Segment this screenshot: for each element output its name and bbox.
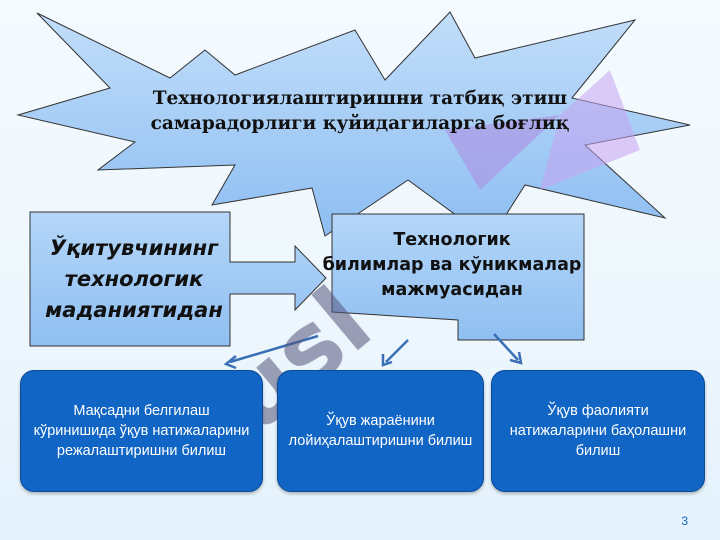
right-box-shape [331, 213, 585, 341]
outcome-box-text: Мақсадни белгилаш кўринишида ўқув натижа… [33, 403, 250, 459]
title-burst-shape [16, 11, 691, 241]
left-line: маданиятидан [45, 298, 223, 322]
outcome-box-text: Ўқув жараёнини лойиҳалаштиришни билиш [288, 413, 473, 449]
slide-title: Технологиялаштиришни татбиқ этиш самарад… [90, 86, 630, 136]
left-shape-text: Ўқитувчининг технологик маданиятидан [14, 233, 254, 326]
right-line: Технологик [393, 230, 511, 250]
left-line: технологик [64, 267, 204, 291]
title-line: Технологиялаштиришни татбиқ этиш [152, 88, 568, 109]
outcome-box-text: Ўқув фаолияти натижаларини баҳолашни бил… [509, 403, 687, 459]
left-line: Ўқитувчининг [49, 236, 219, 260]
page-number: 3 [681, 514, 688, 528]
outcome-box-3: Ўқув фаолияти натижаларини баҳолашни бил… [491, 370, 705, 492]
left-arrow-shape [29, 211, 327, 347]
right-line: мажмуасидан [381, 280, 523, 300]
title-line: самарадорлиги қуйидагиларга боғлиқ [150, 113, 570, 134]
outcome-box-1: Мақсадни белгилаш кўринишида ўқув натижа… [20, 370, 263, 492]
connector-arrows [223, 333, 523, 370]
right-line: билимлар ва кўникмалар [322, 255, 582, 275]
outcome-box-2: Ўқув жараёнини лойиҳалаштиришни билиш [277, 370, 484, 492]
right-shape-text: Технологик билимлар ва кўникмалар мажмуа… [282, 228, 622, 303]
